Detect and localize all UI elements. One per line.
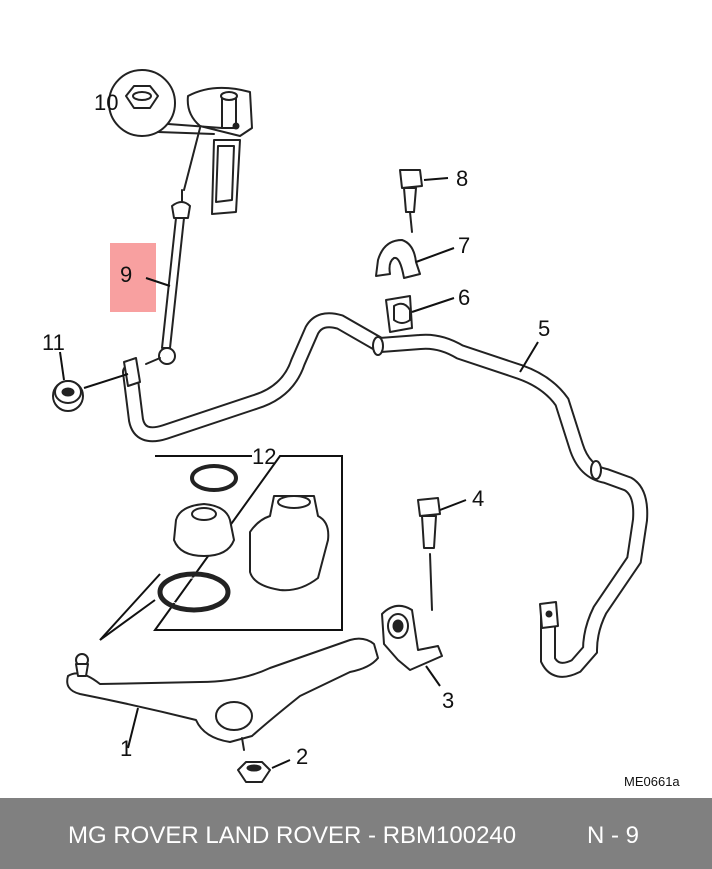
callout-8: 8 [456, 166, 468, 191]
bush-6 [385, 295, 413, 333]
nut-11 [52, 373, 129, 412]
parts-diagram: 1 2 3 4 5 6 7 8 9 10 11 12 ME0661a [42, 69, 680, 789]
callout-4: 4 [472, 486, 484, 511]
callout-2: 2 [296, 744, 308, 769]
strut-assembly [186, 86, 253, 215]
anti-roll-bar [122, 312, 649, 678]
callout-11: 11 [42, 330, 65, 355]
callout-3: 3 [442, 688, 454, 713]
lower-arm [66, 637, 379, 751]
leader-7 [415, 247, 455, 263]
drop-link [110, 127, 201, 365]
leader-8 [423, 177, 449, 181]
nut-2 [237, 759, 291, 783]
callout-6: 6 [458, 285, 470, 310]
clamp-7 [375, 239, 421, 279]
callout-1: 1 [120, 736, 132, 761]
leader-9 [145, 277, 171, 287]
footer-title: MG ROVER LAND ROVER - RBM100240 [68, 822, 517, 849]
callout-9: 9 [120, 262, 132, 287]
highlight-box [110, 243, 156, 312]
bush-3 [381, 604, 443, 687]
bolt-4 [417, 497, 467, 611]
nut-detail-circle [108, 69, 223, 137]
bolt-8 [399, 169, 423, 233]
leader-6 [411, 297, 455, 313]
callout-5: 5 [538, 316, 550, 341]
footer-page-number: N - 9 [587, 822, 640, 849]
callout-12: 12 [252, 444, 276, 469]
footer-bar: MG ROVER LAND ROVER - RBM100240 N - 9 [0, 798, 712, 869]
leader-5 [519, 341, 539, 373]
callout-7: 7 [458, 233, 470, 258]
callout-10: 10 [94, 90, 118, 115]
diagram-reference-code: ME0661a [624, 774, 680, 789]
boot-kit-box [99, 455, 343, 641]
leader-11 [59, 351, 65, 381]
